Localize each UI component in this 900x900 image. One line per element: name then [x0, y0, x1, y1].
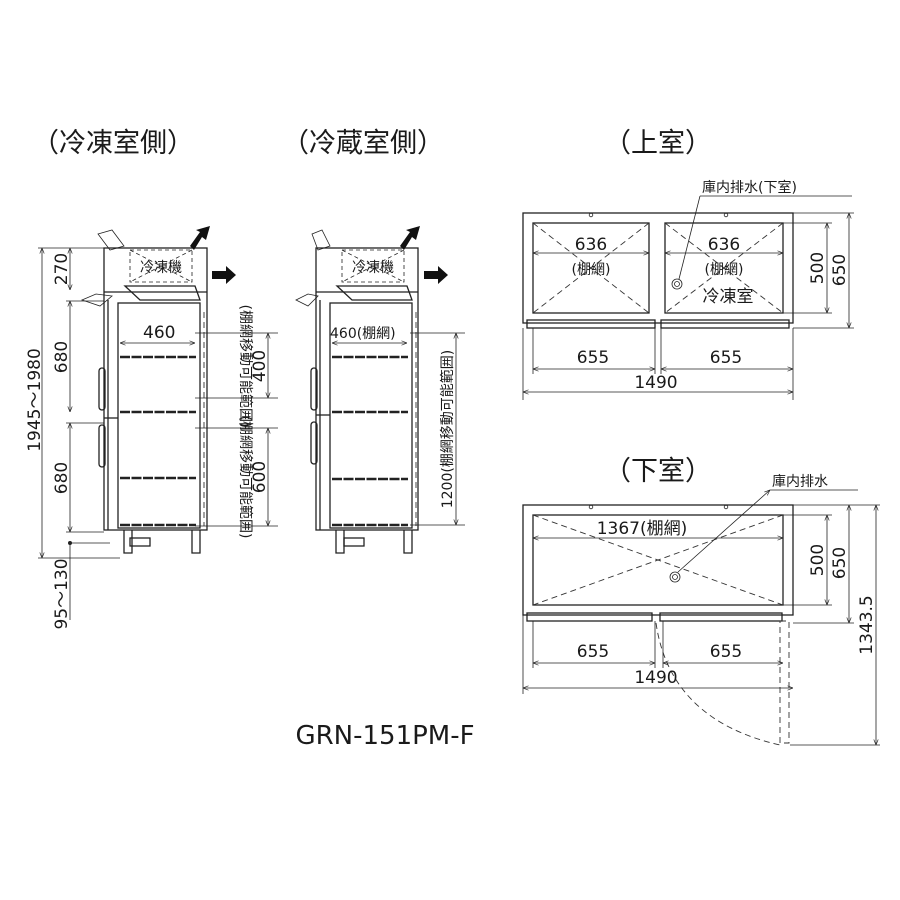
shelf-width-left: 636	[575, 235, 607, 255]
outer-depth: 650	[830, 547, 850, 579]
title-lower: （下室）	[604, 456, 712, 487]
door-width-left: 655	[577, 642, 609, 662]
lower-plan: 1367(棚網) 庫内排水 500 650 1343.5 655 655 149…	[522, 473, 880, 746]
total-width: 1490	[634, 373, 677, 393]
range-upper: 400	[250, 350, 270, 382]
range-lower: 600	[250, 461, 270, 493]
fridge-side-elevation: 冷凍機 460(棚網) 1200(棚網移動可能範囲)	[295, 226, 465, 554]
machine-label: 冷凍機	[352, 260, 394, 276]
upper-plan: 636 (棚網) 636 (棚網) 冷凍室 庫内排水(下室) 500 650 6…	[522, 179, 854, 400]
open-depth: 1343.5	[857, 595, 877, 654]
lower-door-height: 680	[52, 462, 72, 494]
top-height: 270	[52, 253, 72, 285]
door-width-right: 655	[710, 348, 742, 368]
total-height: 1945～1980	[25, 348, 45, 452]
freezer-side-elevation: 冷凍機 1945～1980 270 680 680	[25, 226, 278, 630]
compartment-label: 冷凍室	[703, 287, 754, 307]
drain-label: 庫内排水	[772, 473, 828, 490]
range-label-lower: (棚網移動可能範囲)	[237, 416, 254, 539]
title-fridge-side: （冷蔵室側）	[282, 128, 444, 159]
range-label-upper: (棚網移動可能範囲)	[237, 305, 254, 428]
drain-label: 庫内排水(下室)	[702, 179, 797, 196]
title-upper: （上室）	[604, 128, 712, 159]
shelf-depth: 460(棚網)	[330, 326, 396, 342]
shelf-width: 1367(棚網)	[597, 519, 688, 539]
total-width: 1490	[634, 668, 677, 688]
inner-depth: 500	[808, 544, 828, 576]
shelf-label-left: (棚網)	[572, 262, 611, 278]
range-label: 1200(棚網移動可能範囲)	[439, 350, 456, 509]
title-freezer-side: （冷凍室側）	[32, 128, 194, 159]
door-width-left: 655	[577, 348, 609, 368]
model-number: GRN-151PM-F	[295, 721, 474, 751]
upper-door-height: 680	[52, 341, 72, 373]
inner-depth: 500	[808, 252, 828, 284]
shelf-width-right: 636	[708, 235, 740, 255]
leg-height: 95～130	[52, 558, 72, 629]
shelf-label-right: (棚網)	[705, 262, 744, 278]
outer-depth: 650	[830, 254, 850, 286]
shelf-depth: 460	[143, 323, 175, 343]
machine-label: 冷凍機	[140, 260, 182, 276]
door-width-right: 655	[710, 642, 742, 662]
